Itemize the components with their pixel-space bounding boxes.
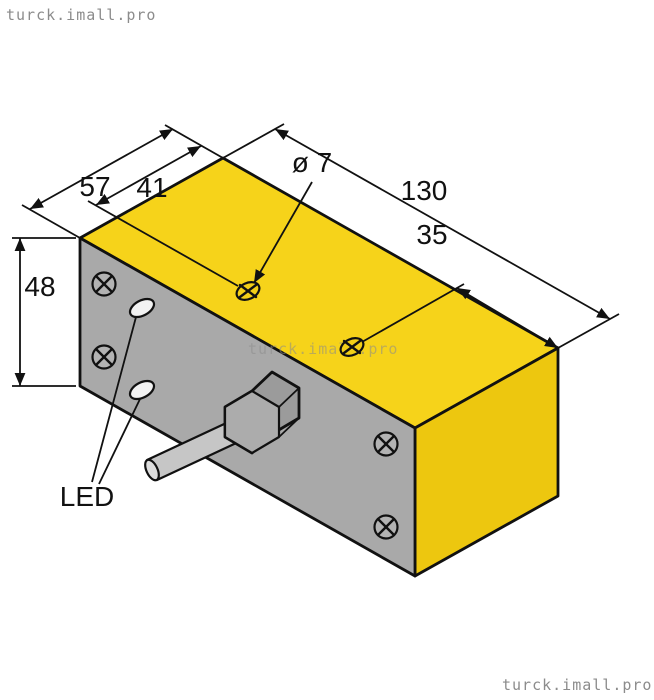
watermark-center: turck.imall.pro	[248, 340, 398, 358]
dim-130-extension-right	[557, 313, 620, 349]
dim-57-extension-back	[164, 124, 224, 159]
gland-facet-line	[251, 371, 273, 392]
mounting-hole-1	[235, 281, 261, 301]
dim-57-label: 57	[79, 171, 110, 202]
gland-facet-line	[278, 417, 300, 438]
dim-35-label: 35	[416, 219, 447, 250]
dim-41-extension-line	[87, 200, 239, 287]
watermark-top-left: turck.imall.pro	[6, 6, 156, 24]
led-label: LED	[60, 481, 114, 512]
screw-head-bottom-left	[91, 344, 117, 370]
led-indicator-2	[128, 379, 156, 401]
dim-48-label: 48	[24, 271, 55, 302]
dim-35-line	[456, 287, 559, 349]
screw-cross-b	[94, 347, 114, 367]
hole-diameter-label: ø 7	[292, 147, 332, 178]
screw-head-bottom-right	[373, 514, 399, 540]
mounting-hole-2	[339, 337, 365, 357]
cable-end-cap	[144, 458, 160, 482]
dim-130-extension-left	[222, 123, 285, 159]
screw-head-top-left	[91, 271, 117, 297]
mounting-hole-2-cross-b	[342, 339, 362, 355]
screw-head-top-right	[373, 431, 399, 457]
led-indicator-1	[128, 297, 156, 319]
watermark-bottom-right: turck.imall.pro	[502, 676, 652, 694]
gland-facet-line	[278, 387, 300, 408]
dim-130-label: 130	[401, 175, 448, 206]
dim-57-extension-front	[21, 204, 81, 239]
mounting-hole-1-cross-b	[238, 283, 258, 299]
dim-41-label: 41	[136, 172, 167, 203]
dim-130-line	[274, 128, 611, 320]
led-leader-line-1	[91, 316, 137, 483]
screw-cross-b	[376, 517, 396, 537]
screw-cross-b	[94, 274, 114, 294]
screw-cross-b	[376, 434, 396, 454]
led-leader-line-2	[98, 398, 141, 485]
dim-41-line	[95, 145, 202, 206]
